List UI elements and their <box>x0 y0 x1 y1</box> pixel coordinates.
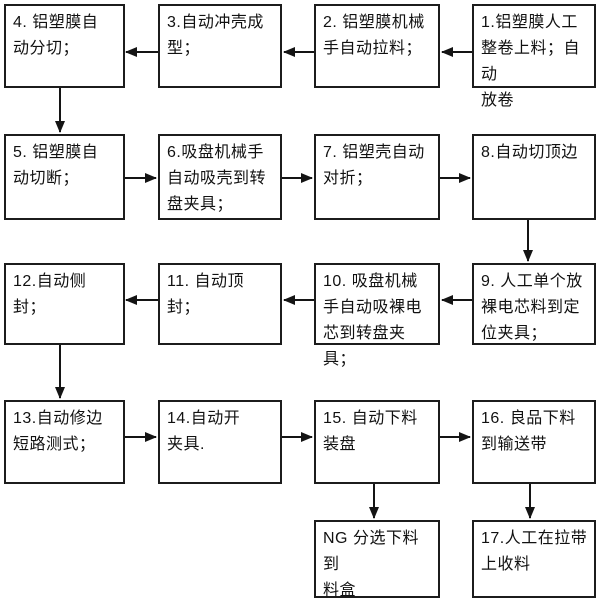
flow-step-4-label: 4. 铝塑膜自 动分切； <box>13 14 99 57</box>
flow-step-15-label: 15. 自动下料 装盘 <box>323 410 418 453</box>
flow-step-11-label: 11. 自动顶封； <box>167 273 245 316</box>
flow-step-ng: NG 分选下料到 料盒 <box>314 520 440 599</box>
flow-step-6: 6.吸盘机械手 自动吸壳到转 盘夹具； <box>158 134 282 220</box>
flow-step-5-label: 5. 铝塑膜自 动切断； <box>13 144 99 187</box>
flow-step-5: 5. 铝塑膜自 动切断； <box>4 134 125 220</box>
flow-step-9-label: 9. 人工单个放 裸电芯料到定 位夹具； <box>481 273 583 342</box>
flow-step-4: 4. 铝塑膜自 动分切； <box>4 4 125 88</box>
flow-step-1-label: 1.铝塑膜人工 整卷上料；自动 放卷 <box>481 14 581 109</box>
flow-step-3-label: 3.自动冲壳成 型； <box>167 14 264 57</box>
flow-step-14: 14.自动开 夹具. <box>158 400 282 484</box>
flow-step-2: 2. 铝塑膜机械 手自动拉料； <box>314 4 440 88</box>
flow-step-2-label: 2. 铝塑膜机械 手自动拉料； <box>323 14 425 57</box>
flow-step-11: 11. 自动顶封； <box>158 263 282 345</box>
flow-step-16: 16. 良品下料 到输送带 <box>472 400 596 484</box>
flow-step-1: 1.铝塑膜人工 整卷上料；自动 放卷 <box>472 4 596 109</box>
flow-step-7-label: 7. 铝塑壳自动 对折； <box>323 144 425 187</box>
flow-step-3: 3.自动冲壳成 型； <box>158 4 282 88</box>
flow-step-17: 17.人工在拉带 上收料 <box>472 520 596 598</box>
flow-step-12-label: 12.自动侧封； <box>13 273 87 316</box>
flow-step-6-label: 6.吸盘机械手 自动吸壳到转 盘夹具； <box>167 144 267 213</box>
flow-step-10-label: 10. 吸盘机械 手自动吸裸电 芯到转盘夹具； <box>323 273 423 368</box>
flow-step-15: 15. 自动下料 装盘 <box>314 400 440 484</box>
flow-step-12: 12.自动侧封； <box>4 263 125 345</box>
flow-step-16-label: 16. 良品下料 到输送带 <box>481 410 576 453</box>
flow-step-8-label: 8.自动切顶边 <box>481 144 578 161</box>
flow-step-7: 7. 铝塑壳自动 对折； <box>314 134 440 220</box>
flow-step-13-label: 13.自动修边 短路测式； <box>13 410 103 453</box>
flow-step-8: 8.自动切顶边 <box>472 134 596 220</box>
flow-step-13: 13.自动修边 短路测式； <box>4 400 125 484</box>
flow-step-14-label: 14.自动开 夹具. <box>167 410 241 453</box>
flow-step-10: 10. 吸盘机械 手自动吸裸电 芯到转盘夹具； <box>314 263 440 368</box>
flow-step-17-label: 17.人工在拉带 上收料 <box>481 530 588 573</box>
flow-step-9: 9. 人工单个放 裸电芯料到定 位夹具； <box>472 263 596 345</box>
flow-step-ng-label: NG 分选下料到 料盒 <box>323 530 419 599</box>
